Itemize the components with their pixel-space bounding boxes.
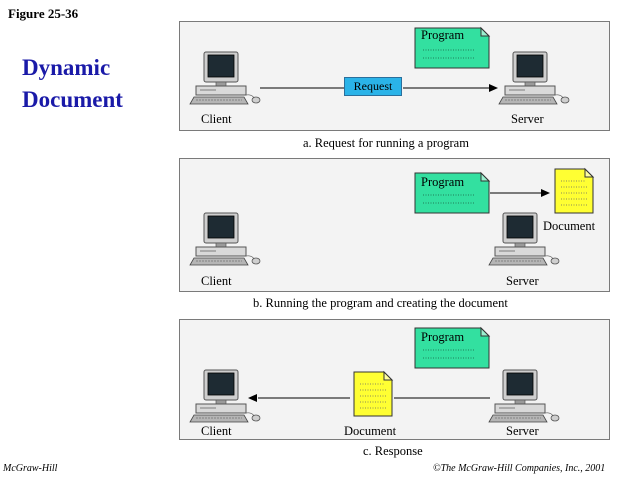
computer-icon xyxy=(189,212,261,266)
panel-b-graphics xyxy=(490,189,550,197)
caption-b: b. Running the program and creating the … xyxy=(253,296,508,310)
client-label: Client xyxy=(201,274,232,288)
client-label: Client xyxy=(201,112,232,126)
computer-icon xyxy=(498,51,570,105)
slide-title: Dynamic Document xyxy=(22,52,162,116)
computer-icon xyxy=(189,369,261,423)
footer-publisher: McGraw-Hill xyxy=(3,463,58,474)
arrow-icon xyxy=(248,394,257,402)
footer-copyright: ©The McGraw-Hill Companies, Inc., 2001 xyxy=(433,463,606,474)
server-label: Server xyxy=(506,424,539,438)
panel-running-program: Program Document Client Server xyxy=(179,158,610,292)
panel-c-graphics xyxy=(248,394,490,402)
title-line-2: Document xyxy=(22,87,123,112)
panel-response: Program Client Document Server xyxy=(179,319,610,440)
program-label: Program xyxy=(421,175,465,189)
request-box: Request xyxy=(344,77,402,96)
computer-icon xyxy=(488,212,560,266)
title-line-1: Dynamic xyxy=(22,55,111,80)
server-label: Server xyxy=(511,112,544,126)
client-label: Client xyxy=(201,424,232,438)
caption-a: a. Request for running a program xyxy=(303,136,469,150)
document-icon xyxy=(353,371,393,417)
panel-a-graphics xyxy=(260,84,498,92)
figure-label: Figure 25-36 xyxy=(8,6,79,21)
arrow-icon xyxy=(489,84,498,92)
program-label: Program xyxy=(421,28,465,42)
server-label: Server xyxy=(506,274,539,288)
document-label: Document xyxy=(344,424,397,438)
document-label: Document xyxy=(543,219,596,233)
computer-icon xyxy=(189,51,261,105)
computer-icon xyxy=(488,369,560,423)
arrow-icon xyxy=(541,189,550,197)
caption-c: c. Response xyxy=(363,444,423,458)
program-label: Program xyxy=(421,330,465,344)
document-icon xyxy=(554,168,594,214)
panel-request: Program Client Server xyxy=(179,21,610,131)
